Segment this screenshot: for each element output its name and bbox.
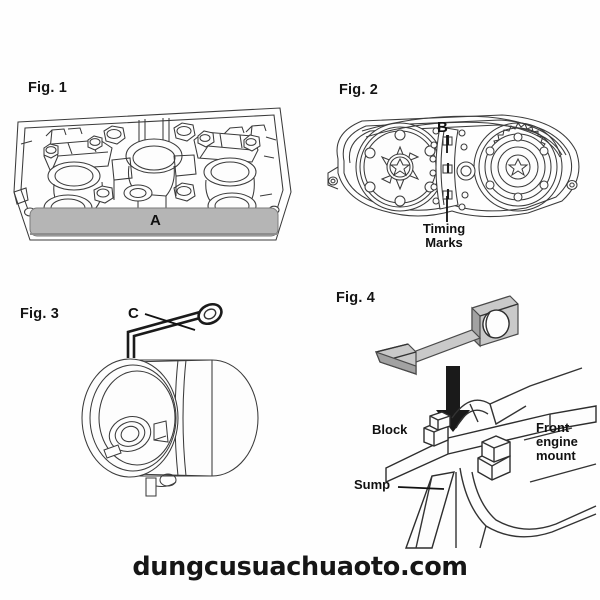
fig3-svg	[81, 302, 259, 497]
bolt-upper	[423, 411, 451, 447]
bolt-lower	[477, 435, 511, 481]
fig4-callout-front-engine-mount: Front engine mount	[536, 420, 598, 464]
fig4-sump-leader	[397, 486, 445, 490]
fig2-svg	[327, 114, 580, 218]
center-boss	[123, 118, 183, 214]
fig2-timing-marks-line1: Timing	[422, 221, 466, 236]
chain-tensioner-blade	[429, 126, 469, 211]
fig1-callout-a: A	[150, 212, 161, 229]
fig1-drawing	[8, 100, 298, 250]
fig4-mount-line2: engine	[536, 434, 578, 450]
fig1-label: Fig. 1	[28, 80, 68, 96]
fig3-drawing	[60, 300, 290, 510]
fig2-label: Fig. 2	[339, 82, 379, 98]
fig2-timing-marks-line2: Marks	[425, 235, 463, 251]
sprocket-right	[473, 122, 563, 212]
fig3-label: Fig. 3	[20, 306, 60, 322]
cylinder-head-plate	[13, 107, 292, 241]
fig2-b-leader	[446, 135, 448, 153]
fig3-c-leader	[144, 313, 196, 331]
engine-assembly	[385, 367, 597, 549]
fig4-drawing	[320, 282, 600, 550]
fig2-timing-marks-leader	[446, 196, 448, 222]
camshaft-bearing-cap-left	[43, 125, 133, 222]
fig4-callout-block: Block	[372, 422, 408, 437]
fig2-drawing	[322, 105, 600, 230]
camshaft-bearing-cap-right	[173, 122, 275, 220]
mount-bracket-tool	[374, 295, 519, 376]
fig4-label: Fig. 4	[336, 290, 376, 306]
crankshaft-pulley	[81, 358, 259, 497]
fig4-svg	[374, 295, 597, 549]
fig4-mount-line3: mount	[536, 448, 576, 464]
fig4-mount-line1: Front	[536, 420, 570, 435]
idler-pulley	[456, 161, 476, 181]
straightedge-bar-a	[29, 207, 279, 237]
fig1-svg	[13, 107, 292, 241]
fig3-callout-c: C	[128, 305, 139, 322]
fig4-callout-sump: Sump	[354, 477, 391, 492]
timing-chain	[361, 115, 567, 158]
fig2-callout-timing-marks: Timing Marks	[404, 221, 484, 251]
fig2-callout-b: B	[437, 119, 448, 136]
site-watermark: dungcusuachuaoto.com	[132, 552, 468, 582]
